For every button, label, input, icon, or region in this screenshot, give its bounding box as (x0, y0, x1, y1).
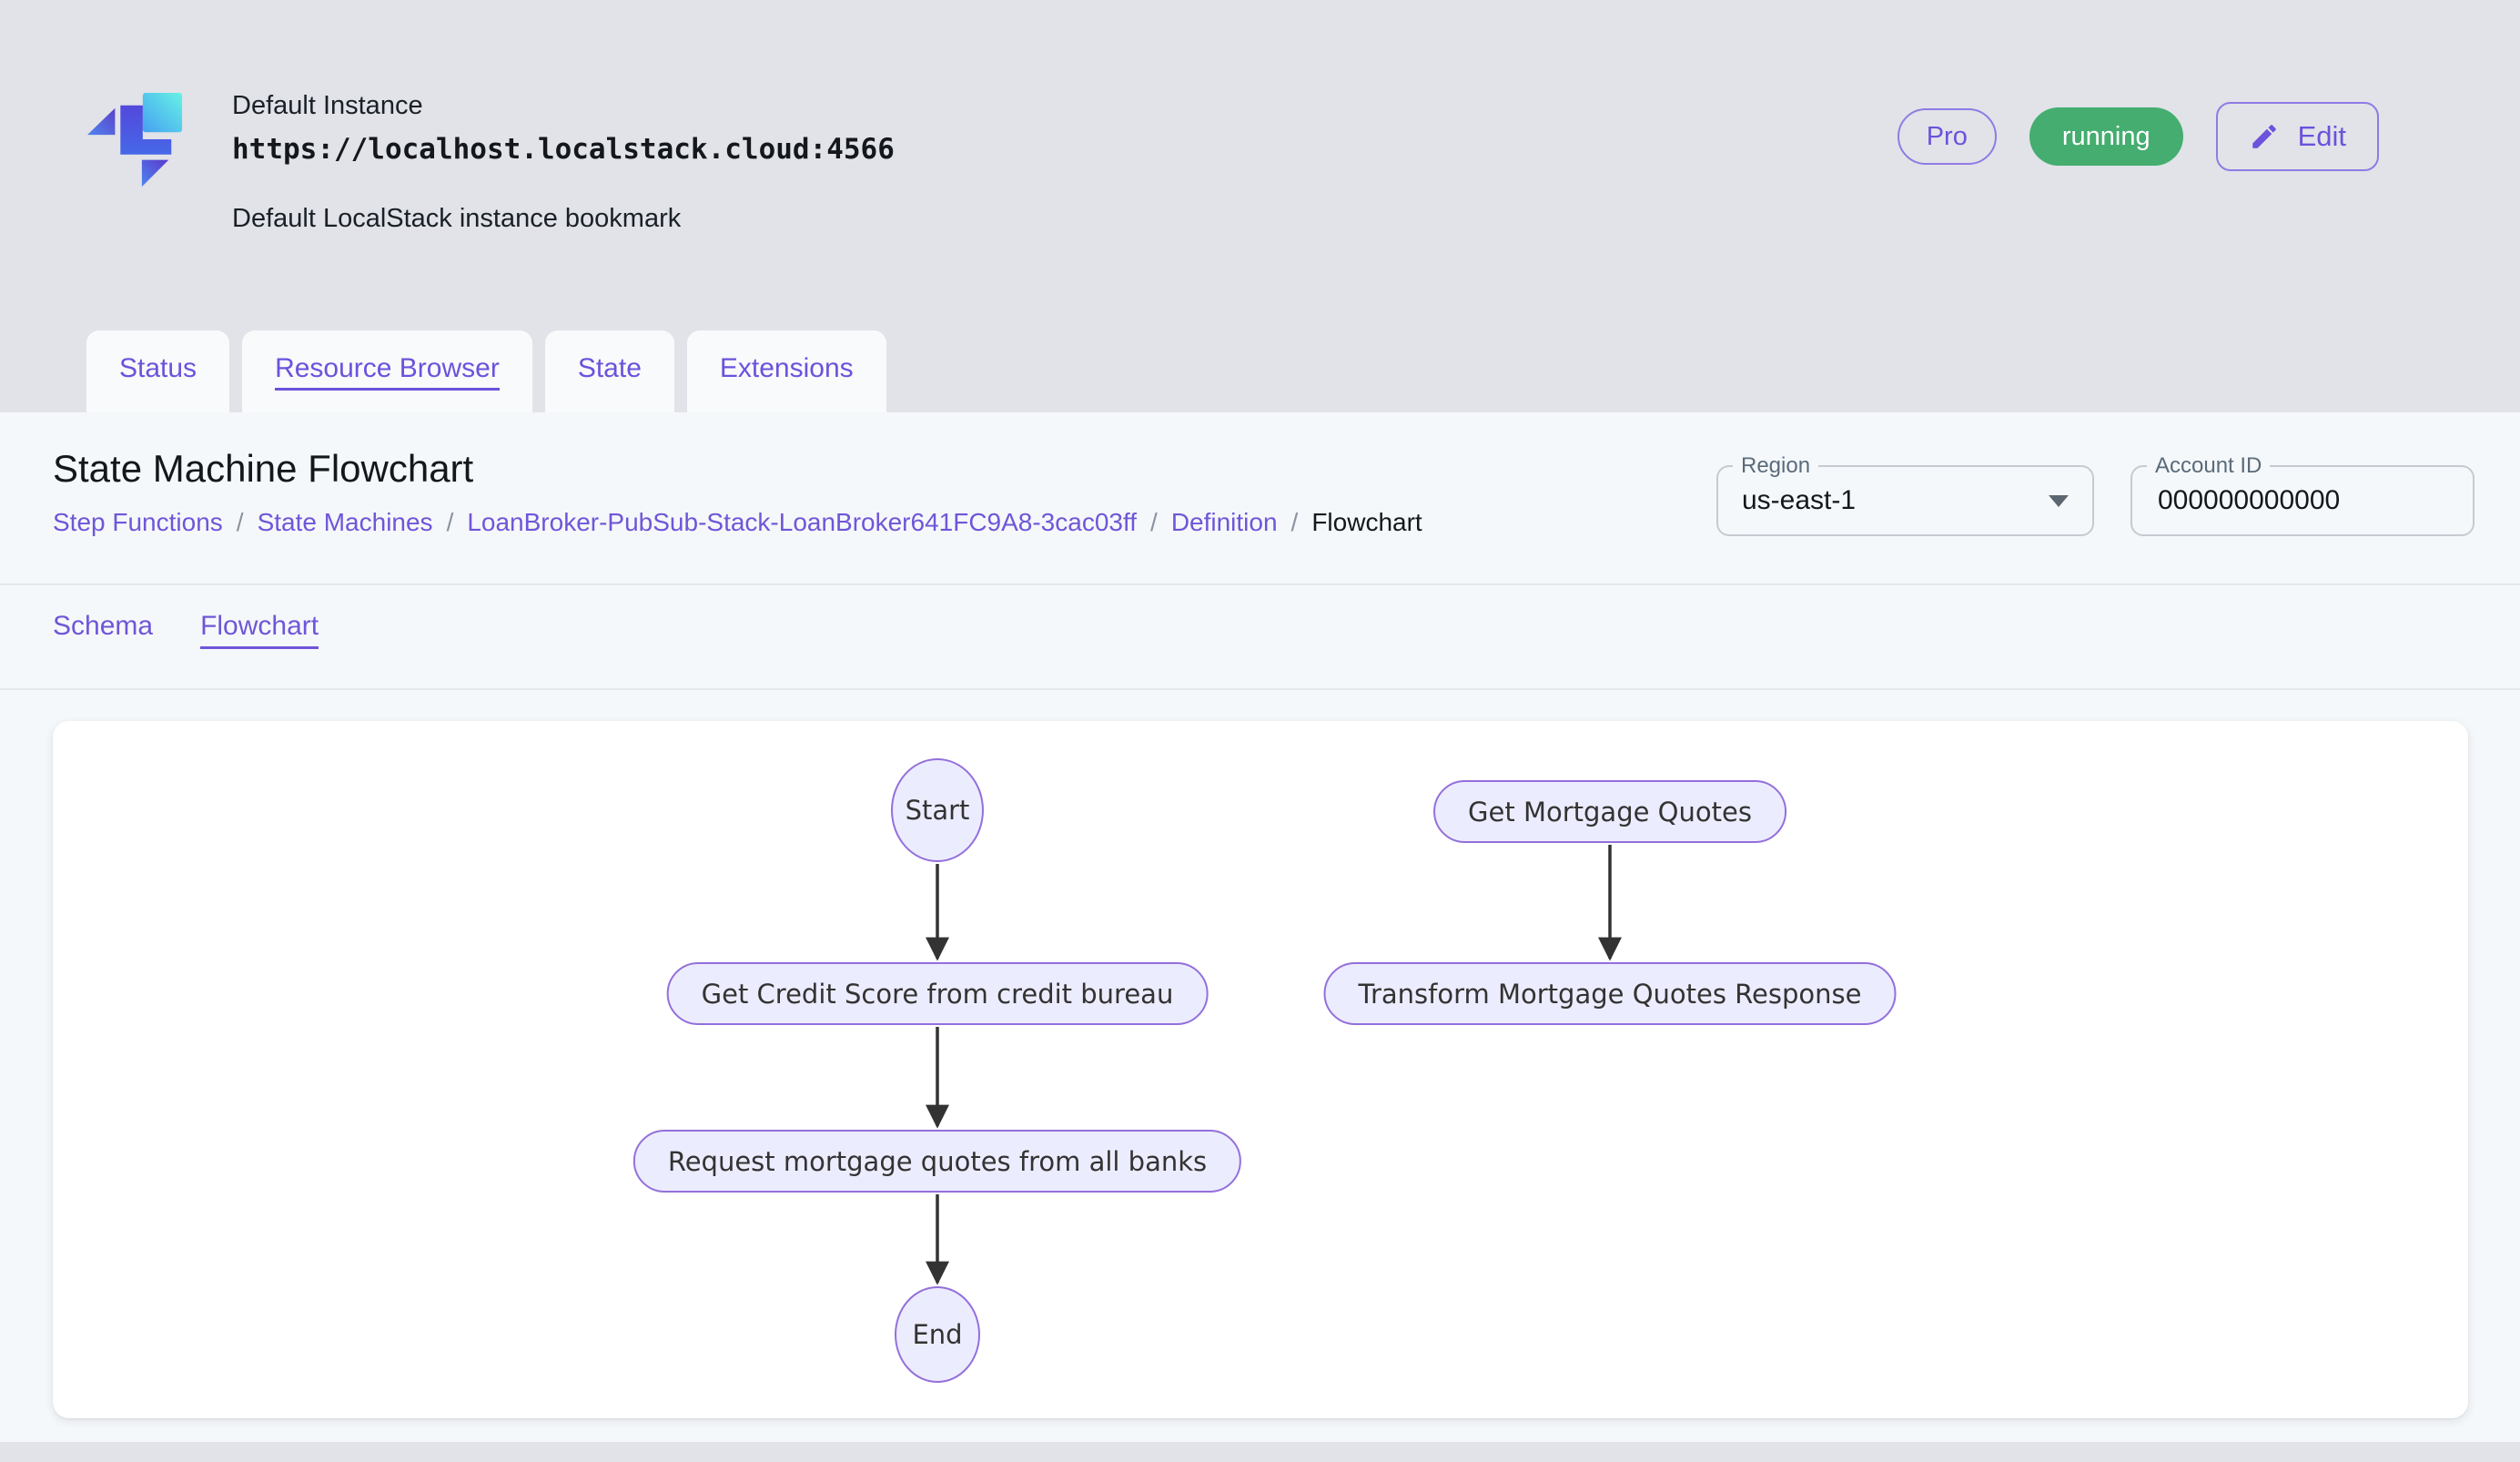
breadcrumb-separator: / (236, 508, 244, 536)
tab-state[interactable]: State (544, 330, 674, 412)
flowchart-node-transform-response: Transform Mortgage Quotes Response (1323, 962, 1897, 1025)
subtab-schema[interactable]: Schema (53, 611, 154, 641)
breadcrumb-flowchart: Flowchart (1311, 508, 1422, 536)
instance-header: Default Instance https://localhost.local… (0, 0, 2520, 234)
tab-status[interactable]: Status (86, 330, 230, 412)
edit-button[interactable]: Edit (2215, 102, 2379, 171)
caret-down-icon (2049, 494, 2069, 507)
flowchart-canvas: Start Get Credit Score from credit burea… (53, 721, 2468, 1418)
page-title: State Machine Flowchart (53, 447, 474, 490)
account-id-label: Account ID (2147, 453, 2271, 479)
region-value: us-east-1 (1742, 485, 1857, 515)
breadcrumb-separator: / (446, 508, 454, 536)
definition-subtabs: Schema Flowchart (0, 585, 2520, 688)
instance-url: https://localhost.localstack.cloud:4566 (232, 133, 895, 166)
pro-chip: Pro (1897, 108, 1997, 165)
region-select[interactable]: Region us-east-1 (1716, 453, 2094, 536)
flowchart-node-request-quotes: Request mortgage quotes from all banks (633, 1130, 1242, 1193)
pencil-icon (2252, 125, 2276, 148)
breadcrumb-state-machines[interactable]: State Machines (257, 508, 433, 536)
flowchart-node-end: End (895, 1286, 980, 1383)
resource-browser-panel: State Machine Flowchart Step Functions /… (0, 412, 2520, 1442)
account-id-field: Account ID (2130, 453, 2474, 536)
instance-description: Default LocalStack instance bookmark (232, 204, 682, 233)
breadcrumb: Step Functions / State Machines / LoanBr… (53, 508, 1422, 537)
flowchart-node-start: Start (891, 758, 984, 862)
breadcrumb-separator: / (1290, 508, 1299, 536)
divider (0, 688, 2520, 690)
account-id-input[interactable] (2156, 484, 2449, 517)
flowchart-node-get-credit-score: Get Credit Score from credit bureau (666, 962, 1209, 1025)
divider (0, 584, 2520, 585)
edit-button-label: Edit (2297, 120, 2346, 152)
localstack-logo-icon (86, 93, 183, 188)
breadcrumb-definition[interactable]: Definition (1170, 508, 1278, 536)
flowchart-node-get-mortgage-quotes: Get Mortgage Quotes (1433, 780, 1786, 843)
breadcrumb-state-machine-id[interactable]: LoanBroker-PubSub-Stack-LoanBroker641FC9… (467, 508, 1138, 536)
instance-name: Default Instance (232, 91, 423, 120)
breadcrumb-separator: / (1150, 508, 1158, 536)
main-tabs: Status Resource Browser State Extensions (0, 330, 2520, 412)
tab-resource-browser[interactable]: Resource Browser (242, 330, 532, 412)
flowchart-edges (926, 845, 1622, 1285)
tab-extensions[interactable]: Extensions (686, 330, 886, 412)
region-label: Region (1733, 453, 1819, 479)
status-badge: running (2029, 107, 2183, 166)
subtab-flowchart[interactable]: Flowchart (200, 611, 319, 649)
breadcrumb-step-functions[interactable]: Step Functions (53, 508, 223, 536)
